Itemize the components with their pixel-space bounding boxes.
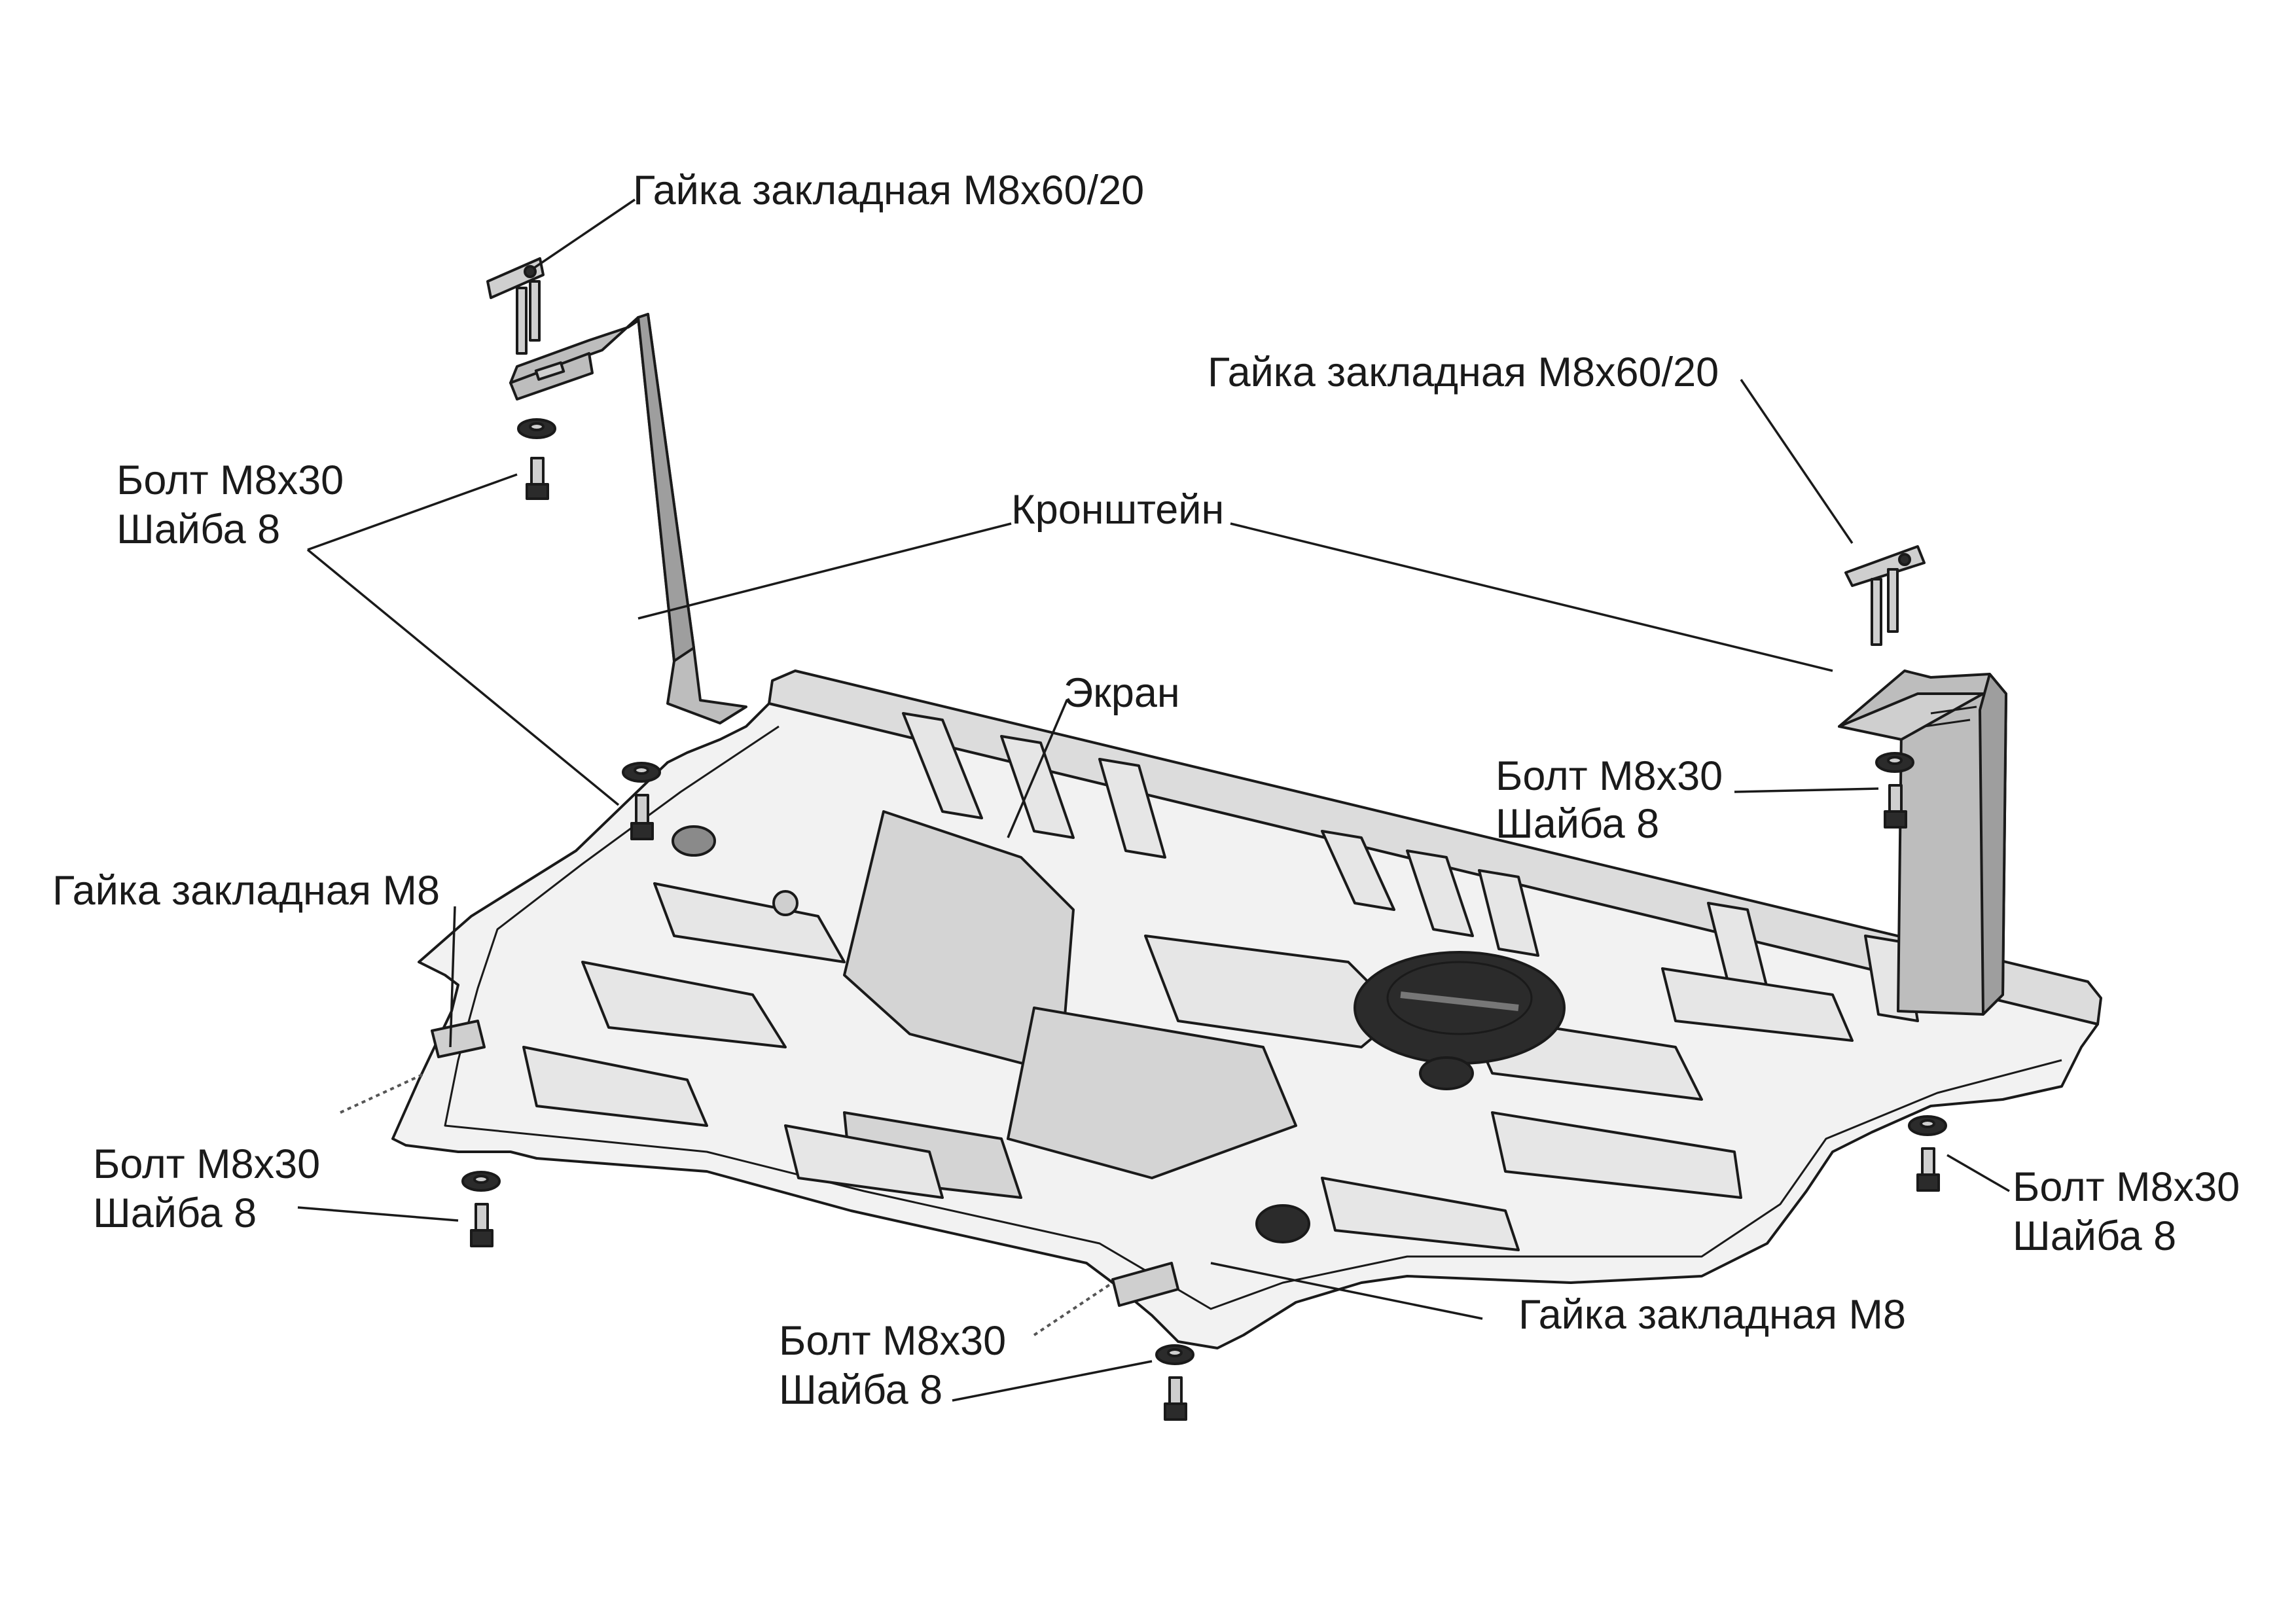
label-bolt-bottom-center: Болт М8х30 — [779, 1318, 1006, 1364]
bracket-right — [1838, 669, 2007, 1016]
bolt-washer-right-top — [1875, 752, 1914, 829]
label-nut-left-m8: Гайка закладная М8 — [52, 868, 440, 914]
bracket-left — [509, 313, 747, 724]
label-washer-right-mid: Шайба 8 — [1496, 801, 1659, 847]
label-washer-bottom-right: Шайба 8 — [2013, 1213, 2176, 1259]
drain-cover — [1354, 951, 1566, 1090]
label-washer-bottom-center: Шайба 8 — [779, 1367, 942, 1413]
bolt-washer-bottom-left — [461, 1171, 501, 1247]
label-bolt-right-mid: Болт М8х30 — [1496, 753, 1723, 799]
label-nut-top-right: Гайка закладная М8х60/20 — [1208, 349, 1719, 395]
rear-ribs — [902, 712, 1919, 1022]
label-bolt-bottom-left: Болт М8х30 — [93, 1141, 320, 1187]
label-washer-bottom-left: Шайба 8 — [93, 1190, 257, 1236]
label-bolt-bottom-right: Болт М8х30 — [2013, 1164, 2240, 1210]
label-bracket: Кронштейн — [1011, 487, 1224, 533]
callout-labels: Гайка закладная М8х60/20 Гайка закладная… — [52, 168, 2240, 1413]
label-screen: Экран — [1064, 670, 1180, 716]
embedded-nut-top-left — [486, 257, 545, 355]
stamped-recesses — [522, 810, 1854, 1251]
bolt-washer-bottom-center — [1155, 1344, 1194, 1421]
engine-skid-plate — [391, 669, 2102, 1349]
bolt-washer-top-left — [517, 418, 556, 500]
label-bolt-top-left: Болт М8х30 — [117, 457, 344, 503]
label-nut-bottom-m8: Гайка закладная М8 — [1518, 1292, 1906, 1338]
embedded-nut-top-right — [1844, 545, 1926, 646]
embedded-nut-m8-left — [340, 1020, 486, 1114]
label-washer-top-left: Шайба 8 — [117, 507, 280, 552]
embedded-nut-m8-bottom — [1033, 1262, 1179, 1336]
label-nut-top-left: Гайка закладная М8х60/20 — [633, 168, 1144, 213]
bolt-washer-left-middle — [622, 762, 661, 840]
bolt-washer-bottom-right — [1908, 1115, 1947, 1192]
leader-lines — [297, 198, 2010, 1402]
